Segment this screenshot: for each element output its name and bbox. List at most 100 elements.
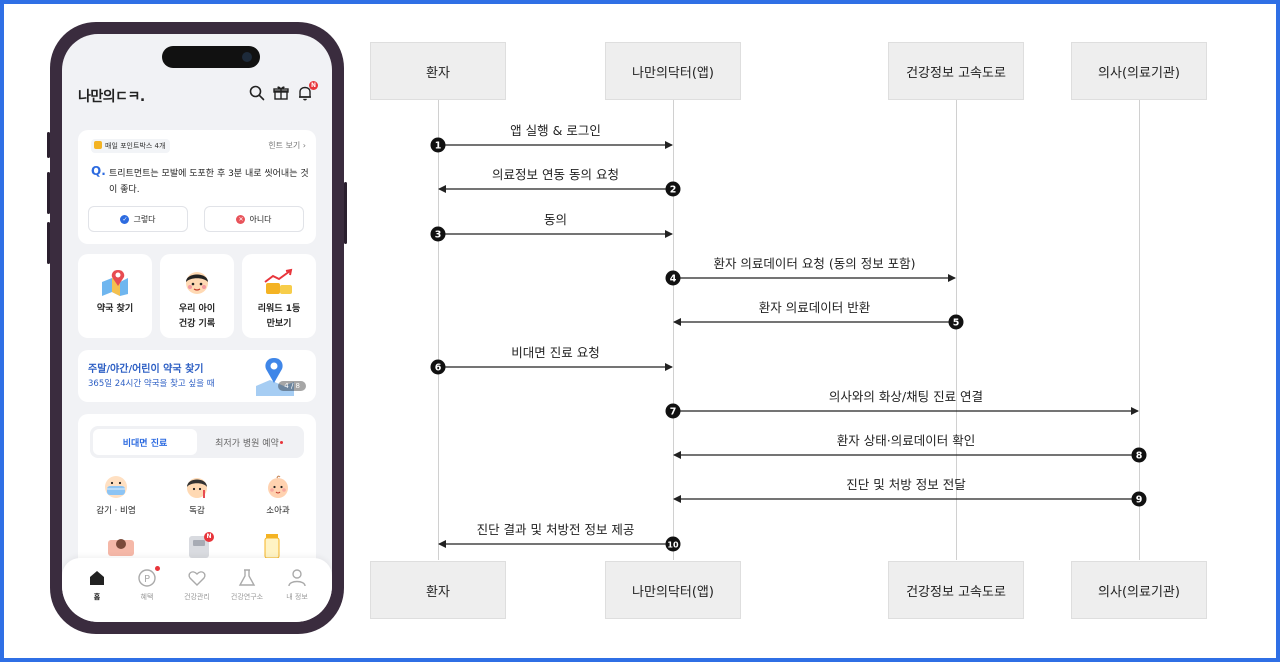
new-dot — [155, 566, 160, 571]
map-pin-illustration — [256, 358, 294, 396]
dept-pediatrics[interactable]: 소아과 — [248, 474, 308, 516]
pharmacy-map-icon — [98, 268, 132, 298]
dept-label: 소아과 — [266, 506, 290, 516]
message-label: 동의 — [543, 212, 568, 227]
tab-my-info[interactable]: 내 정보 — [272, 568, 322, 602]
step-number-badge: 4 — [665, 270, 681, 286]
hint-link[interactable]: 힌트 보기 › — [268, 140, 306, 151]
step-number-badge: 5 — [948, 314, 964, 330]
tab-hospital-booking-label: 최저가 병원 예약 — [215, 438, 279, 449]
gift-icon[interactable] — [272, 84, 290, 102]
point-box-text: 매일 포인트박스 4개 — [105, 142, 166, 150]
tile-label: 리워드 1등 만보기 — [242, 302, 316, 332]
phone-side-button — [47, 222, 50, 264]
tab-label: 내 정보 — [286, 593, 308, 601]
point-box-icon — [94, 141, 102, 149]
reward-chart-icon — [262, 268, 296, 298]
point-icon: P — [137, 566, 160, 588]
flu-icon — [184, 474, 210, 500]
actor-patient-top: 환자 — [370, 42, 506, 100]
new-badge: N — [204, 532, 214, 542]
answer-yes-label: 그렇다 — [133, 214, 156, 224]
tile-label-line: 우리 아이 건강 기록 — [178, 304, 216, 329]
dynamic-island — [162, 46, 260, 68]
dept-cold-rhinitis[interactable]: 감기 · 비염 — [86, 474, 146, 516]
svg-text:10: 10 — [667, 541, 679, 550]
svg-text:5: 5 — [953, 318, 960, 329]
message-label: 앱 실행 & 로그인 — [510, 123, 601, 138]
baby-icon — [265, 474, 291, 500]
step-number-badge: 8 — [1131, 447, 1147, 463]
tile-child-health[interactable]: 우리 아이 건강 기록 — [160, 254, 234, 338]
app-logo: 나만의ㄷㅋ. — [78, 89, 145, 105]
actor-doctor-top: 의사(의료기관) — [1071, 42, 1207, 100]
heart-icon — [187, 568, 207, 588]
svg-text:7: 7 — [670, 407, 677, 418]
search-icon[interactable] — [248, 84, 266, 102]
check-icon: ✓ — [120, 214, 130, 224]
step-number-badge: 1 — [430, 137, 446, 153]
tab-health-management[interactable]: 건강관리 — [172, 568, 222, 602]
bottom-tab-bar: 홈 P 혜택 건강관리 건강연구소 내 정보 — [62, 558, 332, 622]
bell-icon[interactable]: N — [296, 81, 318, 102]
lifeline-app — [673, 100, 674, 560]
svg-text:P: P — [144, 574, 150, 585]
daily-quiz-card: 매일 포인트박스 4개 힌트 보기 › Q. 트리트먼트는 모발에 도포한 후 … — [78, 130, 316, 244]
answer-no-label: 아니다 — [249, 214, 272, 224]
tile-label: 우리 아이 건강 기록 — [160, 302, 234, 332]
quiz-q-mark: Q. — [91, 164, 106, 178]
svg-text:1: 1 — [435, 141, 442, 152]
message-label: 환자 의료데이터 반환 — [758, 300, 871, 315]
lifeline-patient — [438, 100, 439, 560]
message-label: 비대면 진료 요청 — [511, 345, 600, 360]
message-label: 진단 및 처방 정보 전달 — [846, 477, 966, 492]
dept-label: 감기 · 비염 — [96, 506, 136, 516]
step-number-badge: 3 — [430, 226, 446, 242]
tab-telemedicine[interactable]: 비대면 진료 — [93, 429, 197, 455]
tab-label: 홈 — [93, 593, 101, 601]
actor-health-highway-top: 건강정보 고속도로 — [888, 42, 1024, 100]
actor-patient-bottom: 환자 — [370, 561, 506, 619]
dept-label: 독감 — [189, 506, 205, 516]
tab-health-lab[interactable]: 건강연구소 — [222, 568, 272, 602]
home-icon — [87, 568, 107, 588]
phone-side-button — [47, 132, 50, 158]
hint-label: 힌트 보기 — [268, 141, 301, 150]
step-number-badge: 7 — [665, 403, 681, 419]
step-number-badge: 9 — [1131, 491, 1147, 507]
actor-app-top: 나만의닥터(앱) — [605, 42, 741, 100]
message-label: 환자 의료데이터 요청 (동의 정보 포함) — [713, 256, 916, 271]
answer-no-button[interactable]: ✕아니다 — [204, 206, 304, 232]
person-icon — [287, 568, 307, 588]
svg-text:8: 8 — [1136, 451, 1143, 462]
tab-label: 건강관리 — [184, 593, 210, 601]
actor-health-highway-bottom: 건강정보 고속도로 — [888, 561, 1024, 619]
tile-label: 약국 찾기 — [96, 304, 134, 314]
skin-icon — [108, 539, 134, 556]
tab-benefits[interactable]: P 혜택 — [122, 566, 172, 602]
actor-app-bottom: 나만의닥터(앱) — [605, 561, 741, 619]
tab-home[interactable]: 홈 — [72, 568, 122, 602]
mask-icon — [103, 474, 129, 500]
tile-pharmacy-finder[interactable]: 약국 찾기 — [78, 254, 152, 338]
dept-flu[interactable]: 독감 — [167, 474, 227, 516]
svg-text:3: 3 — [435, 230, 442, 241]
banner-title: 주말/야간/어린이 약국 찾기 — [88, 364, 204, 375]
tab-label: 혜택 — [140, 593, 154, 601]
tab-telemedicine-label: 비대면 진료 — [122, 438, 168, 449]
lifeline-doctor — [1139, 100, 1140, 560]
flask-icon — [237, 568, 257, 588]
tile-reward-pedometer[interactable]: 리워드 1등 만보기 — [242, 254, 316, 338]
app-header: 나만의ㄷㅋ. N — [62, 74, 332, 114]
phone-screen: 나만의ㄷㅋ. N 매일 포인트박스 4개 힌트 보기 › Q. 트리트먼트는 모… — [62, 34, 332, 622]
cream-tube-icon — [264, 534, 280, 558]
lifeline-health-highway — [956, 100, 957, 560]
banner-subtitle: 365일 24시간 약국을 찾고 싶을 때 — [88, 379, 215, 389]
scale-icon — [189, 536, 209, 558]
pharmacy-banner[interactable]: 주말/야간/어린이 약국 찾기 365일 24시간 약국을 찾고 싶을 때 4 … — [78, 350, 316, 402]
tab-hospital-booking[interactable]: 최저가 병원 예약 — [197, 429, 301, 455]
answer-yes-button[interactable]: ✓그렇다 — [88, 206, 188, 232]
message-label: 의료정보 연동 동의 요청 — [492, 167, 619, 182]
